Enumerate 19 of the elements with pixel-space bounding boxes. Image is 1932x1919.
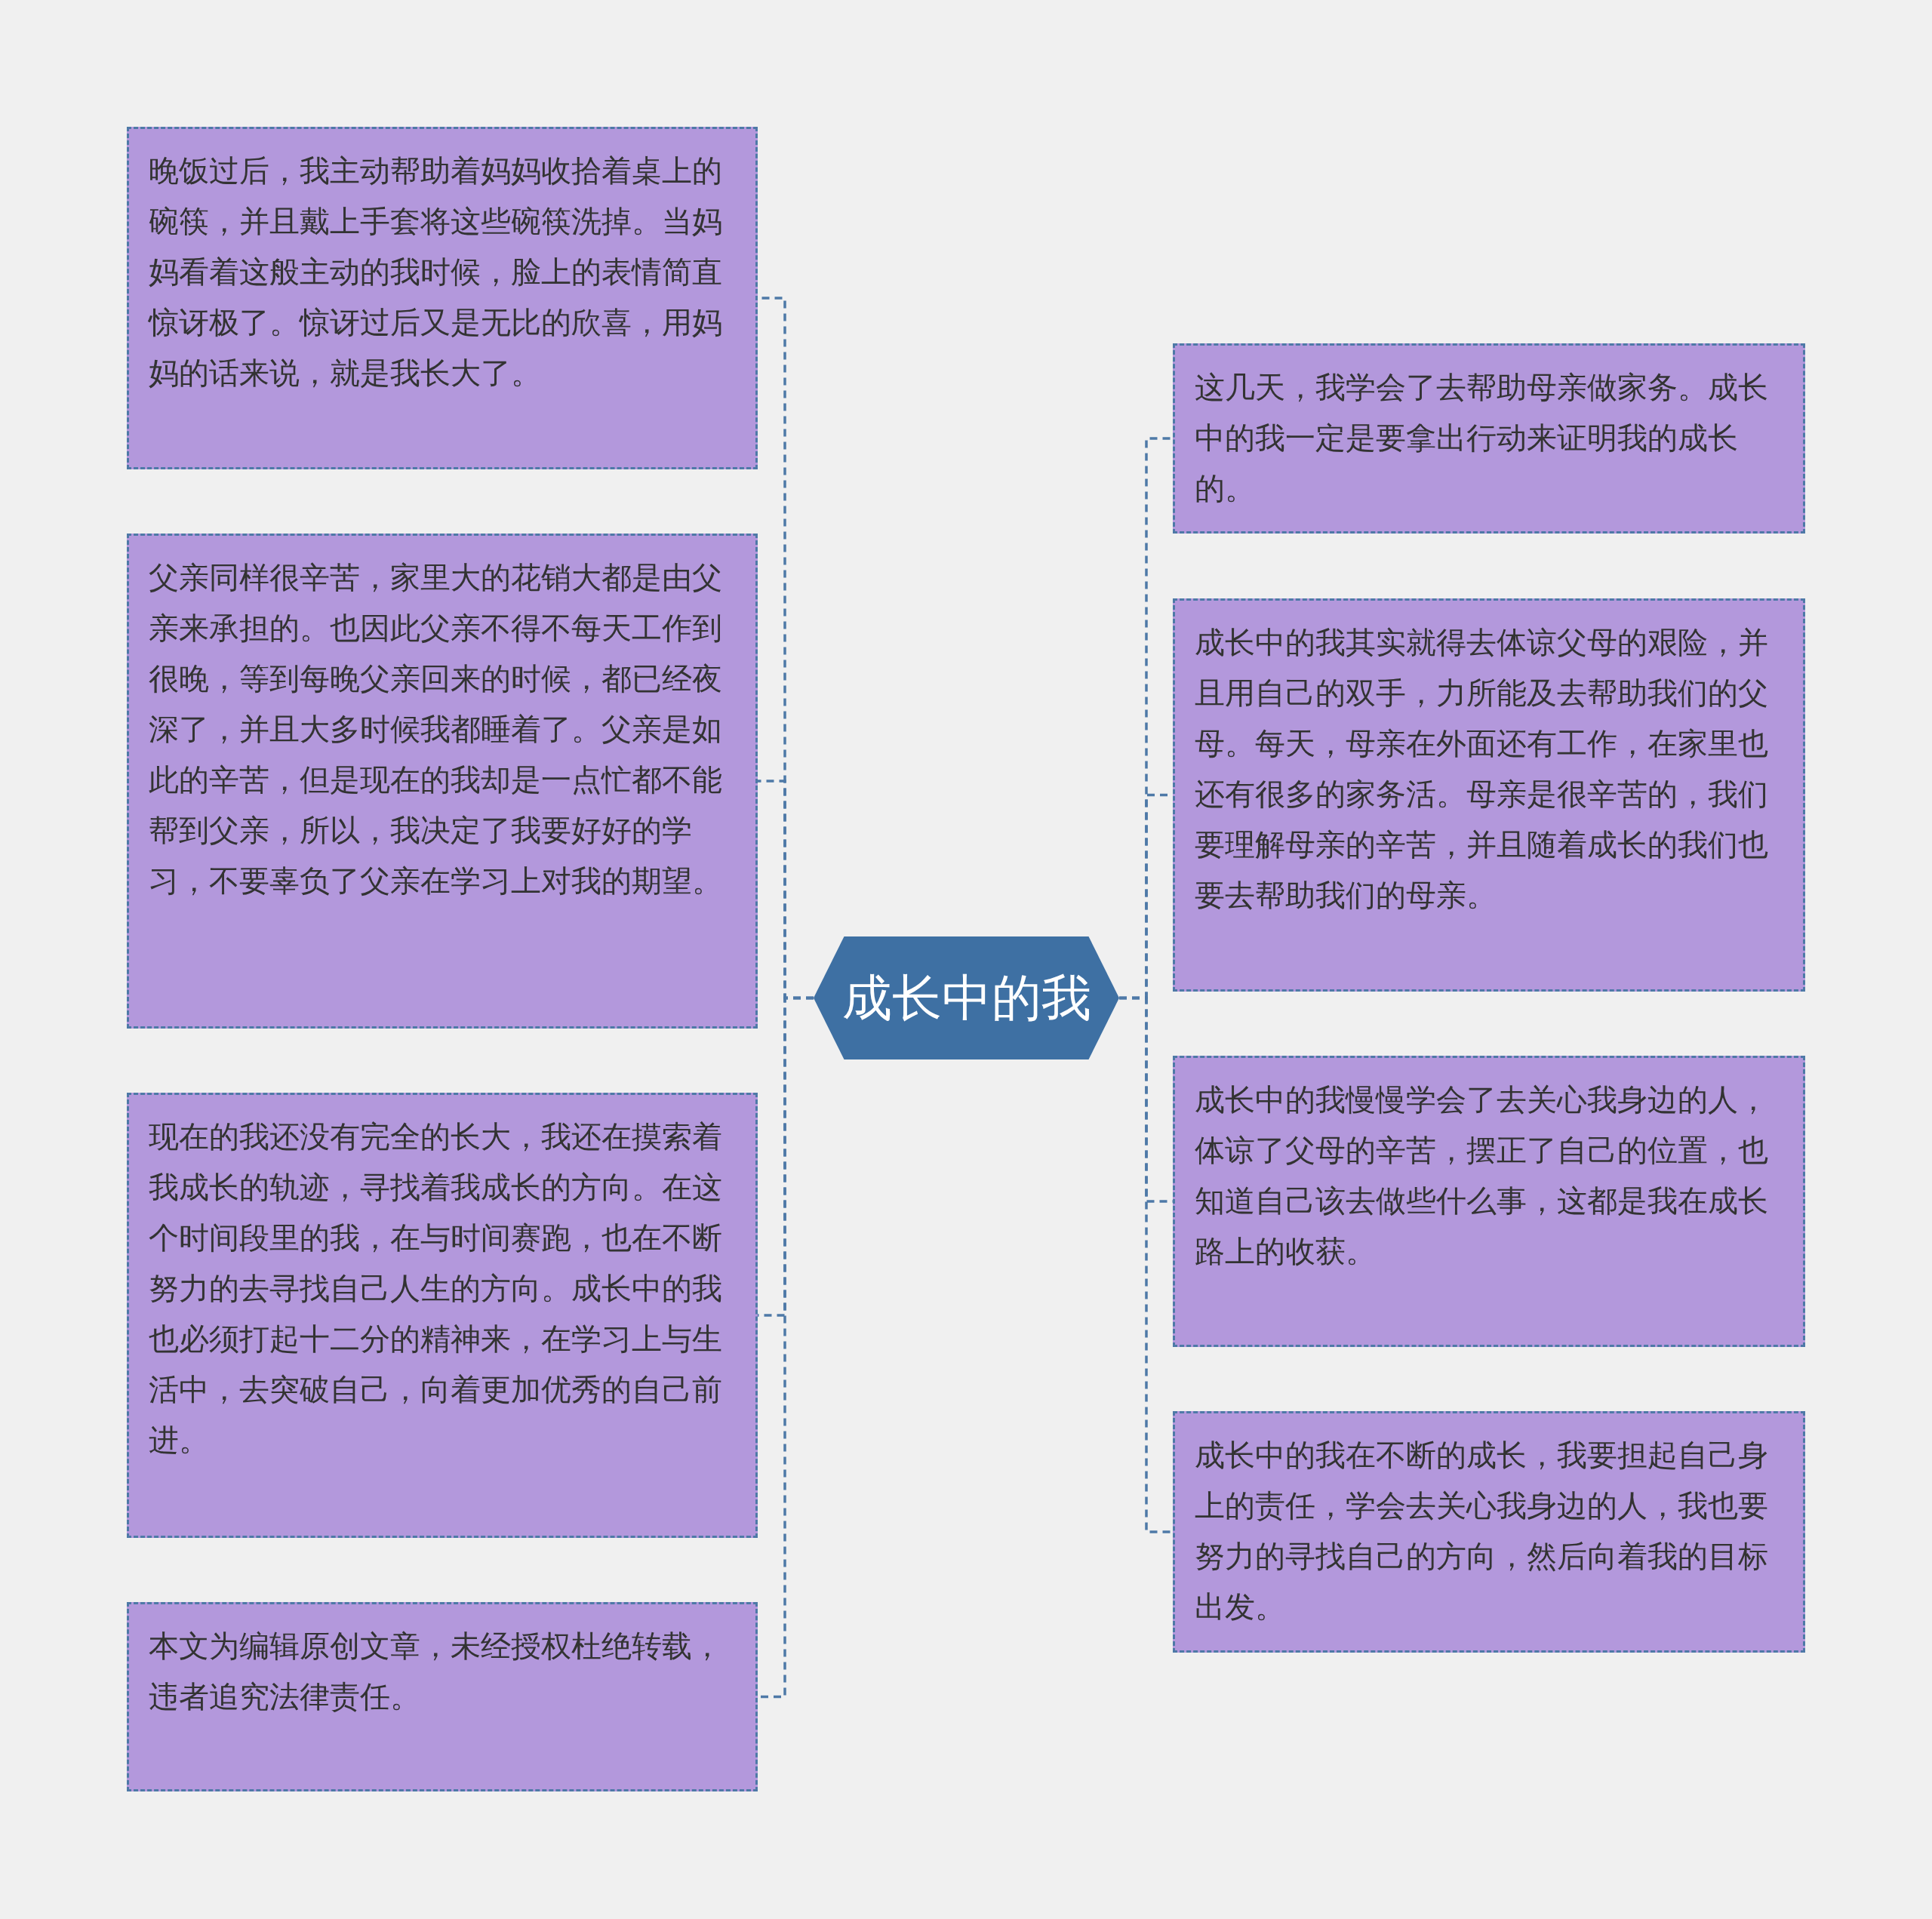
topic-box bbox=[127, 1602, 758, 1791]
topic-box bbox=[1173, 1056, 1805, 1347]
topic-text: 成长中的我在不断的成长，我要担起自己身上的责任，学会去关心我身边的人，我也要努力的寻找自己的方向，然后向着我的目标出发。 bbox=[1195, 1437, 1769, 1625]
topic-text: 成长中的我其实就得去体谅父母的艰险，并且用自己的双手，力所能及去帮助我们的父母。每天，母亲在外面还有工作，在家里也还有很多的家务活。母亲是很辛苦的，我们要理解母亲的辛苦，并且随着成长的我们也要去帮助我们的母亲。 bbox=[1195, 624, 1769, 914]
topic-text: 晚饭过后，我主动帮助着妈妈收拾着桌上的碗筷，并且戴上手套将这些碗筷洗掉。当妈妈看着这般主动的我时候，脸上的表情简直惊讶极了。惊讶过后又是无比的欣喜，用妈妈的话来说，就是我长大了。 bbox=[149, 152, 723, 392]
topic-box bbox=[1173, 598, 1805, 992]
topic-box bbox=[1173, 343, 1805, 534]
topic-text: 成长中的我慢慢学会了去关心我身边的人，体谅了父母的辛苦，摆正了自己的位置，也知道自己该去做些什么事，这都是我在成长路上的收获。 bbox=[1195, 1081, 1769, 1270]
topic-box bbox=[127, 1093, 758, 1538]
topic-text: 本文为编辑原创文章，未经授权杜绝转载，违者追究法律责任。 bbox=[149, 1628, 723, 1715]
topic-box bbox=[1173, 1411, 1805, 1653]
topic-text: 成长中的我 bbox=[841, 967, 1092, 1029]
topic-text: 这几天，我学会了去帮助母亲做家务。成长中的我一定是要拿出行动来证明我的成长的。 bbox=[1195, 369, 1769, 507]
topic-text: 现在的我还没有完全的长大，我还在摸索着我成长的轨迹，寻找着我成长的方向。在这个时间段里的我，在与时间赛跑，也在不断努力的去寻找自己人生的方向。成长中的我也必须打起十二分的精神来，在学习上与生活中，去突破自己，向着更加优秀的自己前进。 bbox=[149, 1118, 723, 1459]
topic-box bbox=[127, 534, 758, 1029]
central-topic bbox=[814, 936, 1119, 1059]
connector-line bbox=[1119, 996, 1173, 1533]
topic-text: 父亲同样很辛苦，家里大的花销大都是由父亲来承担的。也因此父亲不得不每天工作到很晚，等到每晚父亲回来的时候，都已经夜深了，并且大多时候我都睡着了。父亲是如此的辛苦，但是现在的我却是一点忙都不能帮到父亲，所以，我决定了我要好好的学习，不要辜负了父亲在学习上对我的期望。 bbox=[149, 559, 723, 900]
topic-box bbox=[127, 127, 758, 469]
